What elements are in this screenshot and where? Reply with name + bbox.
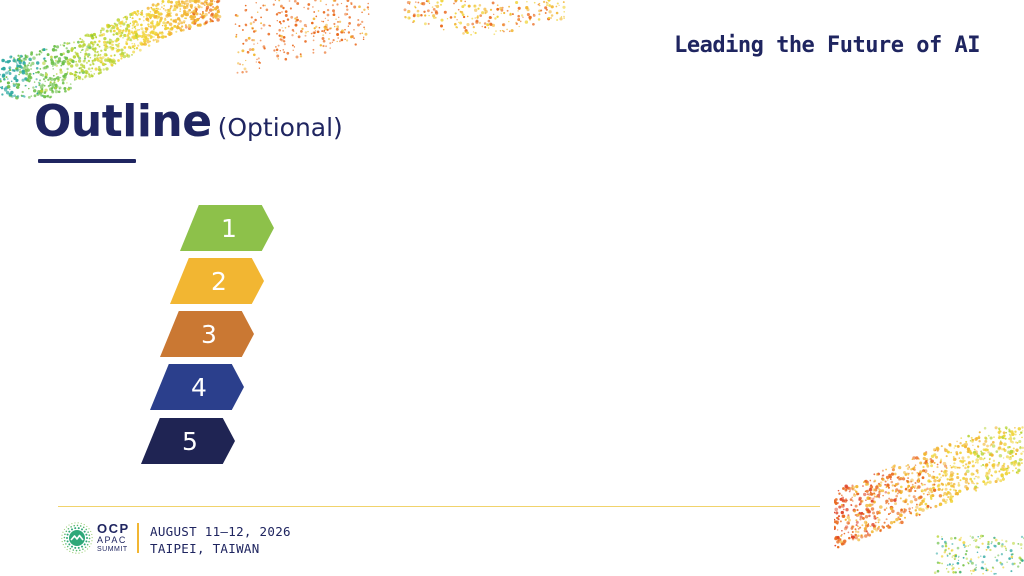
logo-apac: APAC [97,535,127,545]
outline-step-1: 1 [180,205,274,251]
footer-separator [137,523,139,553]
title-underline [38,159,136,163]
dotted-wave-decoration-top [0,0,566,100]
tagline: Leading the Future of AI [674,33,980,58]
ocp-logo-text: OCP APAC SUMMIT [97,522,130,553]
outline-step-label: 4 [191,372,207,402]
title-subtitle: (Optional) [217,113,343,142]
event-date: AUGUST 11–12, 2026 [150,524,291,539]
outline-step-label: 1 [221,213,237,243]
logo-summit: SUMMIT [97,546,128,553]
outline-step-5: 5 [141,418,235,464]
logo-ocp: OCP [97,521,130,536]
outline-step-label: 5 [182,426,198,456]
outline-step-4: 4 [150,364,244,410]
event-info: AUGUST 11–12, 2026 TAIPEI, TAIWAN [150,523,291,557]
dotted-wave-decoration-bottom [834,426,1024,575]
ocp-logo-icon [61,522,93,554]
outline-step-label: 2 [211,266,227,296]
outline-step-2: 2 [170,258,264,304]
page-title: Outline(Optional) [34,96,343,147]
outline-step-3: 3 [160,311,254,357]
outline-step-label: 3 [201,319,217,349]
footer-divider [58,506,820,507]
title-main: Outline [34,96,212,147]
event-location: TAIPEI, TAIWAN [150,541,260,556]
